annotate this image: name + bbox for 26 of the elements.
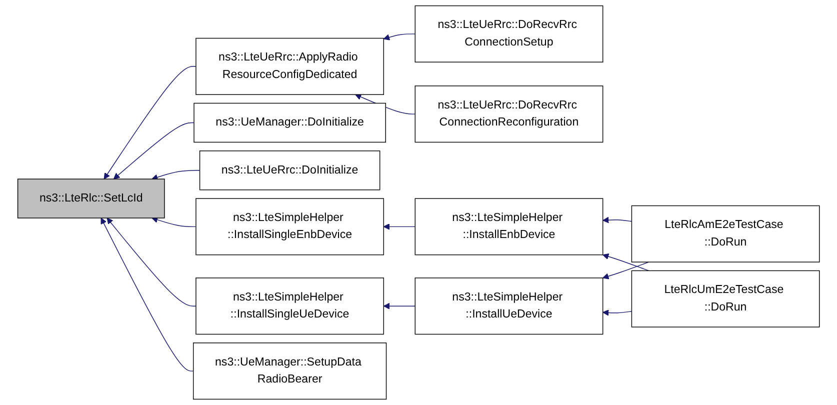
node-box: ns3::LteSimpleHelper ::InstallSingleUeDevice <box>196 278 384 335</box>
node-box: ns3::LteSimpleHelper ::InstallSingleEnbDevice <box>196 198 384 256</box>
arrow <box>383 34 416 40</box>
node-box: ns3::LteSimpleHelper ::InstallEnbDevice <box>414 198 604 256</box>
arrow <box>602 216 632 224</box>
node-box: ns3::LteUeRrc::ApplyRadio ResourceConfigDedicated <box>196 38 384 95</box>
arrow <box>113 122 194 180</box>
arrow <box>383 224 416 230</box>
arrow <box>100 218 194 372</box>
arrow <box>602 310 632 316</box>
node-box: ns3::LteUeRrc::DoInitialize <box>199 150 380 190</box>
arrow <box>106 218 196 306</box>
node-box: ns3::UeManager::SetupData RadioBearer <box>192 342 387 400</box>
node-box: LteRlcUmE2eTestCase ::DoRun <box>631 270 820 328</box>
node-box: ns3::LteRlc::SetLcId <box>17 178 165 218</box>
arrow <box>152 216 196 228</box>
arrow <box>104 66 196 180</box>
node-box: ns3::LteSimpleHelper ::InstallUeDevice <box>414 278 604 335</box>
arrow <box>602 253 650 272</box>
node-box: ns3::LteUeRrc::DoRecvRrc ConnectionSetup <box>414 5 604 62</box>
arrow <box>602 262 650 280</box>
arrow <box>152 170 200 180</box>
node-box: LteRlcAmE2eTestCase ::DoRun <box>631 205 820 262</box>
arrow <box>383 302 416 310</box>
node-box: ns3::LteUeRrc::DoRecvRrc ConnectionReconfiguration <box>414 86 604 143</box>
node-box: ns3::UeManager::DoInitialize <box>194 102 386 143</box>
